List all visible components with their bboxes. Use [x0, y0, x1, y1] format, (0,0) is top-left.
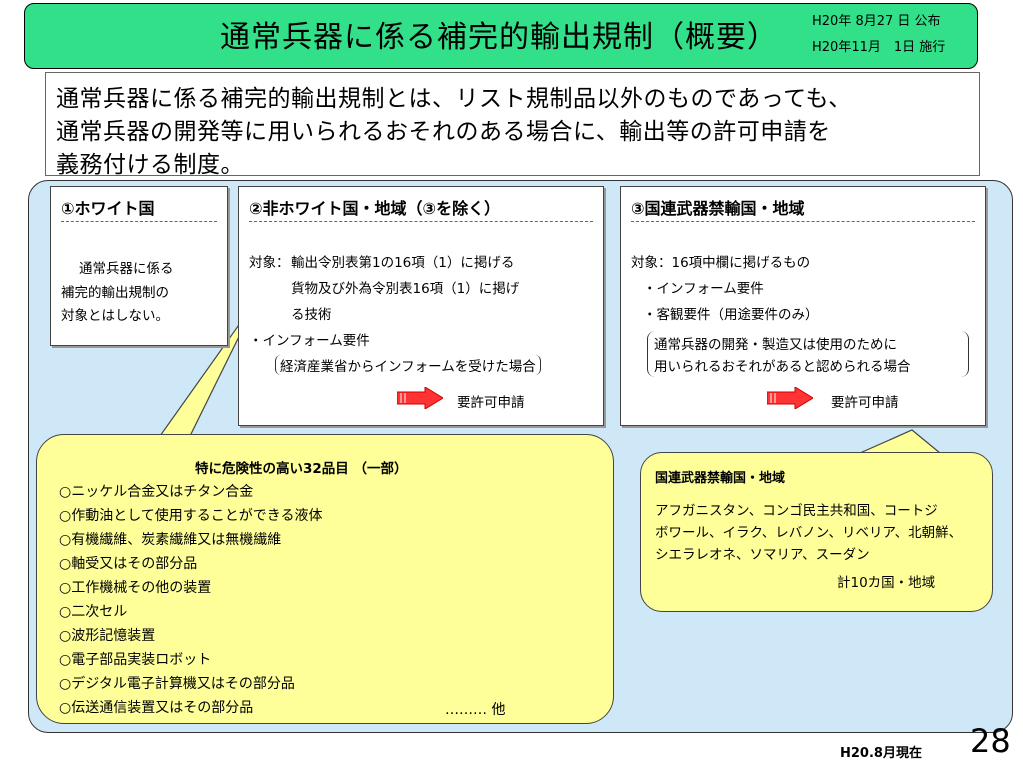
- card-text: 対象とはしない。: [61, 308, 169, 324]
- etc-label: ……… 他: [445, 702, 506, 718]
- embargo-countries-callout: 国連武器禁輸国・地域 アフガニスタン、コンゴ民主共和国、コートジ ボワール、イラ…: [640, 452, 993, 612]
- list-item: ○波形記憶装置: [59, 628, 156, 644]
- embargo-line: ボワール、イラク、レバノン、リベリア、北朝鮮、: [655, 525, 963, 541]
- divider: [61, 221, 217, 222]
- list-item: ○作動油として使用することができる液体: [59, 508, 323, 524]
- list-item: ○電子部品実装ロボット: [59, 652, 212, 668]
- items-heading: 特に危険性の高い32品目 （一部）: [195, 461, 408, 477]
- inform-detail: 経済産業省からインフォームを受けた場合: [275, 355, 541, 375]
- embargo-line: シエラレオネ、ソマリア、スーダン: [655, 547, 870, 563]
- title-bar: [24, 3, 978, 69]
- inform-requirement: ・インフォーム要件: [643, 281, 764, 297]
- objective-requirement: ・客観要件（用途要件のみ）: [643, 307, 819, 323]
- card-title: ②非ホワイト国・地域（③を除く）: [249, 199, 501, 218]
- definition-box: 通常兵器に係る補完的輸出規制とは、リスト規制品以外のものであっても、 通常兵器の…: [45, 72, 980, 178]
- objective-detail: 通常兵器の開発・製造又は使用のために 用いられるおそれがあると認められる場合: [647, 331, 969, 377]
- embargo-heading: 国連武器禁輸国・地域: [655, 471, 786, 486]
- target-text: 輸出令別表第1の16項（1）に掲げる: [291, 255, 515, 271]
- card-white-country: ①ホワイト国 通常兵器に係る 補完的輸出規制の 対象とはしない。: [50, 186, 228, 346]
- objective-detail-line: 通常兵器の開発・製造又は使用のために: [654, 337, 897, 353]
- embargo-line: アフガニスタン、コンゴ民主共和国、コートジ: [655, 503, 938, 519]
- list-item: ○ニッケル合金又はチタン合金: [59, 484, 254, 500]
- as-of-note: H20.8月現在: [840, 746, 922, 761]
- target-label: 対象：: [249, 255, 290, 271]
- arrow-right-icon: [397, 387, 443, 409]
- list-item: ○工作機械その他の装置: [59, 580, 212, 596]
- list-item: ○軸受又はその部分品: [59, 556, 198, 572]
- card-text: 通常兵器に係る: [79, 261, 174, 277]
- card-text: 補完的輸出規制の: [61, 285, 169, 301]
- announce-date: H20年 8月27 日 公布: [812, 14, 941, 29]
- target-text: る技術: [291, 307, 332, 323]
- page-number: 28: [970, 722, 1011, 760]
- objective-detail-line: 用いられるおそれがあると認められる場合: [654, 359, 911, 375]
- list-item: ○デジタル電子計算機又はその部分品: [59, 676, 295, 692]
- definition-line: 通常兵器に係る補完的輸出規制とは、リスト規制品以外のものであっても、: [56, 86, 852, 112]
- divider: [249, 221, 593, 222]
- page-title: 通常兵器に係る補完的輸出規制（概要）: [220, 20, 778, 55]
- list-item: ○二次セル: [59, 604, 128, 620]
- high-risk-items-callout: 特に危険性の高い32品目 （一部） ○ニッケル合金又はチタン合金 ○作動油として…: [36, 434, 614, 724]
- definition-line: 通常兵器の開発等に用いられるおそれのある場合に、輸出等の許可申請を: [56, 119, 831, 145]
- permit-required: 要許可申請: [831, 395, 899, 411]
- arrow-right-icon: [767, 387, 813, 409]
- card-non-white-country: ②非ホワイト国・地域（③を除く） 対象： 輸出令別表第1の16項（1）に掲げる …: [238, 186, 604, 426]
- card-title: ③国連武器禁輸国・地域: [631, 199, 805, 218]
- list-item: ○有機繊維、炭素繊維又は無機繊維: [59, 532, 282, 548]
- card-un-embargo-country: ③国連武器禁輸国・地域 対象：16項中欄に掲げるもの ・インフォーム要件 ・客観…: [620, 186, 986, 426]
- enforce-date: H20年11月 1日 施行: [812, 40, 946, 55]
- inform-requirement: ・インフォーム要件: [249, 333, 370, 349]
- card-title: ①ホワイト国: [61, 199, 155, 218]
- definition-line: 義務付ける制度。: [56, 152, 244, 178]
- divider: [631, 221, 975, 222]
- embargo-total: 計10カ国・地域: [837, 575, 936, 591]
- list-item: ○伝送通信装置又はその部分品: [59, 700, 254, 716]
- target-text: 対象：16項中欄に掲げるもの: [631, 255, 811, 271]
- target-text: 貨物及び外為令別表16項（1）に掲げ: [291, 281, 520, 297]
- permit-required: 要許可申請: [457, 395, 525, 411]
